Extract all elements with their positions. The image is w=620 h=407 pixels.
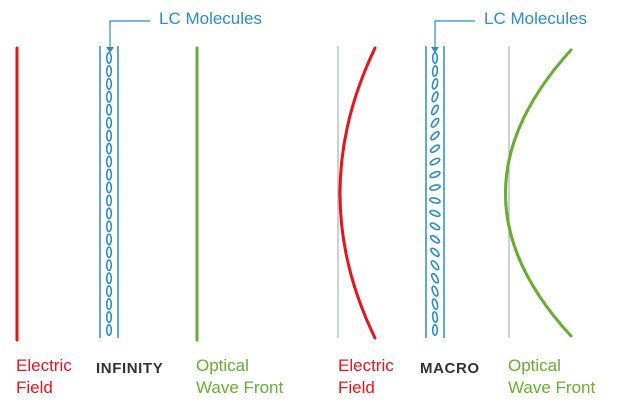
lc-molecule xyxy=(105,64,113,77)
lc-molecule xyxy=(430,260,440,271)
lc-molecule xyxy=(105,323,113,336)
electric-field-label-line1-macro: Electric xyxy=(338,356,394,375)
lc-molecule xyxy=(431,285,439,297)
optical-wave-front-label-line2-macro: Wave Front xyxy=(508,378,596,397)
electric-field-label-line2-macro: Field xyxy=(338,378,375,397)
lc-molecules-label-macro: LC Molecules xyxy=(484,9,587,28)
mode-label-macro: MACRO xyxy=(420,360,480,377)
lc-molecule xyxy=(430,130,440,141)
lc-callout-arrowhead xyxy=(431,47,439,53)
lc-molecule xyxy=(431,51,439,64)
lc-molecule xyxy=(105,272,113,285)
lc-molecule xyxy=(105,220,113,233)
lc-molecule xyxy=(431,311,439,324)
infinity-panel xyxy=(15,20,199,342)
mode-label-infinity: INFINITY xyxy=(96,360,164,377)
lc-molecule xyxy=(105,103,113,116)
lc-molecule-column-flat xyxy=(105,51,113,336)
lc-molecule xyxy=(430,117,440,128)
optical-wave-front-label-line2-infinity: Wave Front xyxy=(196,378,284,397)
lc-molecule xyxy=(105,207,113,220)
lc-molecule xyxy=(105,194,113,207)
lc-molecule xyxy=(105,90,113,103)
lc-molecule xyxy=(105,129,113,142)
lc-molecule xyxy=(431,323,439,336)
lc-molecule xyxy=(105,259,113,272)
lc-molecule xyxy=(105,51,113,64)
lc-molecule xyxy=(105,285,113,298)
lc-callout-leader xyxy=(434,20,475,47)
lc-molecule xyxy=(431,64,439,77)
lc-molecule xyxy=(105,116,113,129)
lc-molecule xyxy=(429,222,441,231)
optical-wave-front-curve xyxy=(504,48,573,338)
lc-molecule xyxy=(105,168,113,181)
lc-molecule xyxy=(429,144,441,154)
lc-molecule xyxy=(431,78,439,90)
lc-callout-arrowhead xyxy=(106,47,114,53)
lc-molecule xyxy=(105,155,113,168)
lc-molecule xyxy=(431,91,439,103)
lc-molecule xyxy=(430,104,440,116)
macro-panel xyxy=(337,20,573,340)
lc-molecules-label-infinity: LC Molecules xyxy=(159,9,262,28)
lc-molecule xyxy=(430,247,440,258)
electric-field-curve xyxy=(338,46,377,340)
lc-molecule xyxy=(105,77,113,90)
lc-molecule xyxy=(431,298,439,310)
lc-molecule xyxy=(429,184,441,191)
lc-molecule xyxy=(429,209,441,218)
lc-molecule xyxy=(105,142,113,155)
lc-molecule xyxy=(105,233,113,246)
lc-molecule xyxy=(429,170,441,179)
lc-molecule xyxy=(430,272,440,284)
electric-field-label-line1-infinity: Electric xyxy=(16,356,72,375)
lc-molecule xyxy=(105,311,113,324)
lc-callout-leader xyxy=(109,20,150,47)
lc-molecule xyxy=(429,197,441,204)
lc-molecule xyxy=(105,181,113,194)
optical-wave-front-label-line1-infinity: Optical xyxy=(196,356,249,375)
electric-field-label-line2-infinity: Field xyxy=(16,378,53,397)
lc-molecule xyxy=(105,298,113,311)
lc-molecule xyxy=(429,157,441,166)
optical-wave-front-label-line1-macro: Optical xyxy=(508,356,561,375)
lc-molecule-column-graded xyxy=(429,51,441,336)
lc-molecule xyxy=(429,234,441,244)
lc-molecule xyxy=(105,246,113,259)
